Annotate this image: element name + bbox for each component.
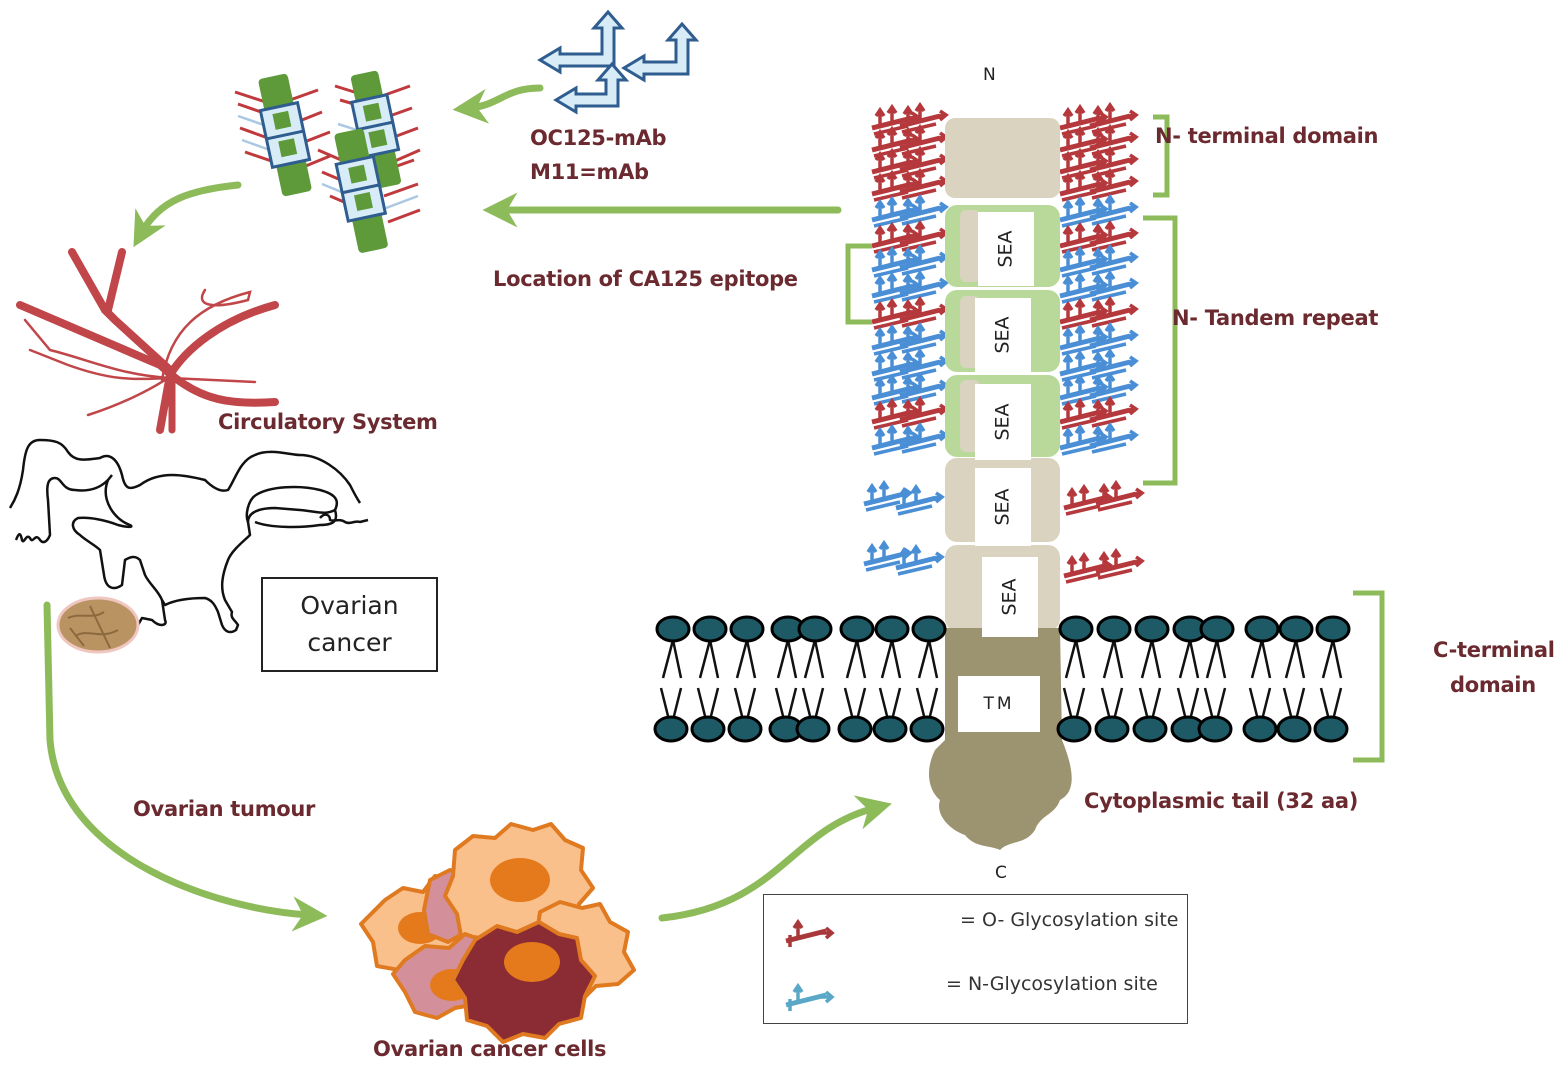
n-terminal-domain-label: N- terminal domain [1155, 124, 1379, 148]
phospholipid [727, 615, 765, 743]
phospholipid [1170, 615, 1208, 743]
transmembrane-domain: TM [958, 676, 1040, 732]
n-terminal-bracket [1153, 114, 1170, 198]
antibody-icon [537, 9, 700, 115]
phospholipid [1094, 615, 1132, 743]
phospholipid [690, 615, 728, 743]
arrow-antibody-to-molecules [452, 84, 544, 124]
phospholipid [1132, 615, 1170, 743]
ovarian-cancer-cells-label: Ovarian cancer cells [373, 1037, 607, 1061]
arrow-molecules-to-circulation [133, 181, 242, 248]
sea-domain-1-label: SEA [994, 230, 1017, 268]
tandem-repeat-bracket [1143, 215, 1178, 486]
epitope-bracket [845, 243, 872, 325]
sea-domain-3: SEA [975, 384, 1031, 460]
phospholipid [1197, 615, 1235, 743]
cancer-cells-icon [359, 822, 636, 1044]
phospholipid [872, 615, 910, 743]
phospholipid [1276, 615, 1314, 743]
ovarian-tumour-label: Ovarian tumour [133, 797, 316, 821]
glycosylation-left [864, 105, 946, 574]
o-glycosylation-icon [785, 918, 835, 947]
ovarian-cancer-box: Ovarian cancer [261, 577, 438, 672]
legend-n-glycosylation: = N-Glycosylation site [946, 973, 1158, 995]
n-terminus-label: N [983, 65, 996, 85]
phospholipid [1313, 615, 1351, 743]
c-terminal-domain-label-line2: domain [1450, 673, 1536, 697]
phospholipid [909, 615, 947, 743]
c-terminal-bracket [1353, 590, 1385, 763]
reproductive-system-outline [8, 438, 369, 634]
tandem-repeat-label: N- Tandem repeat [1172, 306, 1379, 330]
antibody-label-m11: M11=mAb [530, 160, 649, 184]
legend-box: = O- Glycosylation site = N-Glycosylatio… [763, 894, 1188, 1024]
phospholipid [1056, 615, 1094, 743]
sea-domain-4: SEA [975, 468, 1031, 546]
bound-ca125-molecules-icon [234, 70, 421, 253]
lipid-bilayer [653, 615, 1351, 743]
sea-domain-3-label: SEA [991, 403, 1014, 441]
tumour-texture [67, 605, 119, 649]
phospholipid [795, 615, 833, 743]
sea-domain-4-label: SEA [991, 488, 1014, 526]
legend-o-glycosylation: = O- Glycosylation site [960, 909, 1179, 931]
circulatory-system-label: Circulatory System [218, 410, 438, 434]
sea-domain-5-label: SEA [998, 578, 1021, 616]
flow-arrows [43, 84, 892, 932]
phospholipid [837, 615, 875, 743]
domain-brackets [845, 114, 1385, 763]
antibody-label-oc125: OC125-mAb [530, 126, 667, 150]
cytoplasmic-tail-label: Cytoplasmic tail (32 aa) [1084, 789, 1359, 813]
epitope-location-label: Location of CA125 epitope [493, 267, 798, 291]
n-terminal-block [945, 118, 1060, 198]
n-glycosylation-icon [785, 982, 835, 1011]
glycosylation-right [1060, 105, 1142, 582]
phospholipid [1242, 615, 1280, 743]
transmembrane-tail [928, 628, 1072, 850]
ovarian-cancer-box-line2: cancer [307, 627, 392, 657]
phospholipid [653, 615, 691, 743]
arrow-cells-to-protein [658, 795, 892, 922]
sea-domain-2: SEA [975, 298, 1031, 372]
c-terminus-label: C [995, 863, 1007, 883]
sea-domain-5: SEA [982, 557, 1038, 637]
ovarian-cancer-box-line1: Ovarian [300, 591, 399, 621]
arrow-tumour-to-cells [43, 601, 328, 932]
blood-vessels-icon [16, 248, 279, 434]
sea-domain-1: SEA [978, 212, 1034, 286]
c-terminal-domain-label-line1: C-terminal [1433, 638, 1555, 662]
sea-domain-2-label: SEA [991, 316, 1014, 354]
legend-icons [785, 918, 835, 1011]
